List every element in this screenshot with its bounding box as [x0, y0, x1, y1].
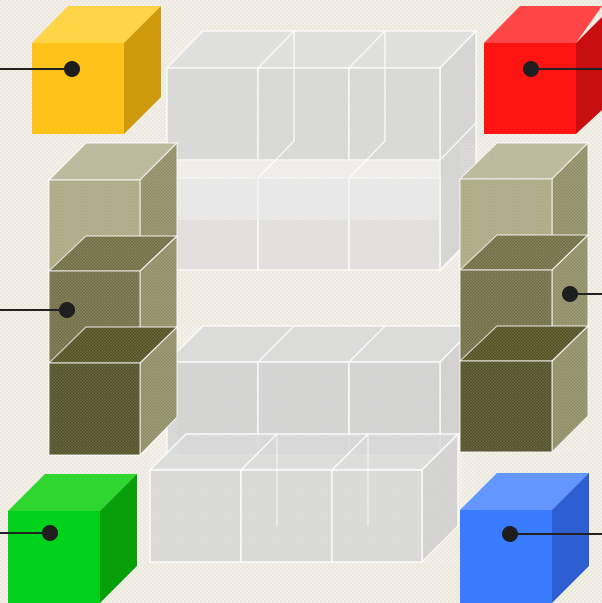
pin-dot-icon	[523, 61, 539, 77]
pin-dot-icon	[59, 302, 75, 318]
top-slab-texture	[167, 31, 476, 270]
green-cube	[8, 474, 137, 603]
pin-dot-icon	[562, 286, 578, 302]
left-column-texture	[49, 143, 177, 455]
lower-slab-texture	[150, 326, 476, 562]
pin-dot-icon	[64, 61, 80, 77]
blue-cube	[460, 473, 589, 603]
pin-dot-icon	[502, 526, 518, 542]
pin-dot-icon	[42, 525, 58, 541]
